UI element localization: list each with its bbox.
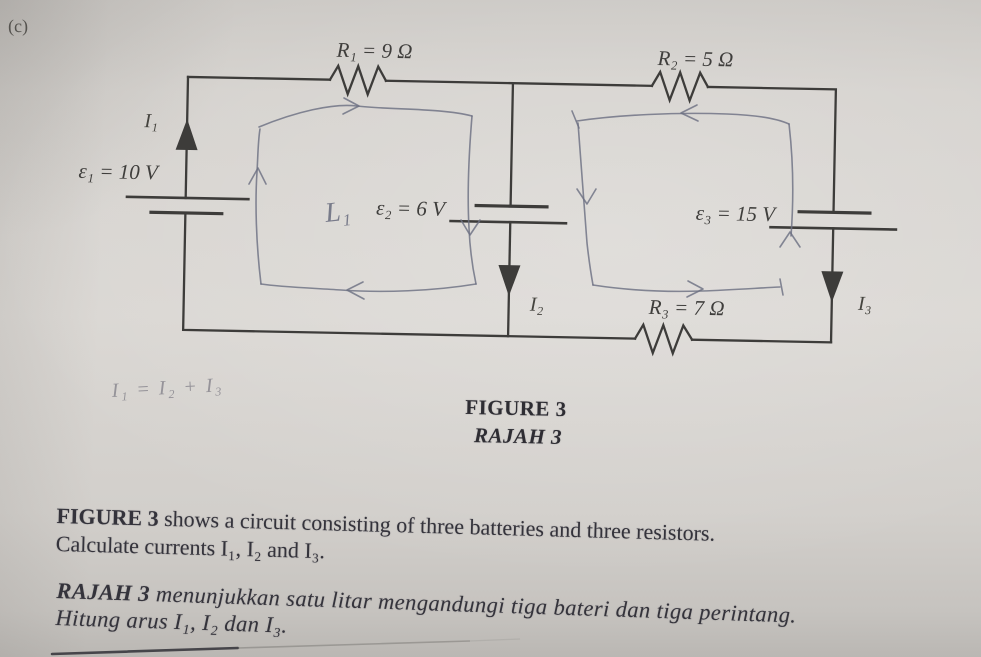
loop2-arrow-down-icon xyxy=(576,188,597,205)
bottom-rule-dark xyxy=(50,646,240,656)
battery-e2-symbol xyxy=(449,203,568,225)
question-malay-lead: RAJAH 3 xyxy=(56,577,151,607)
loop1-bottom-stroke xyxy=(260,283,477,293)
loop1-arrow-left-icon xyxy=(346,281,365,300)
resistor-r1-label: R₁ = 9 Ω xyxy=(335,38,412,63)
pencil-loop-2 xyxy=(571,104,801,298)
battery-e1-plate-long xyxy=(125,195,250,201)
battery-e3-plate-short xyxy=(797,210,872,215)
wire-bottom-left xyxy=(181,211,637,340)
loop1-arrow-down-icon xyxy=(460,219,481,236)
battery-e2-plate-short xyxy=(474,203,549,209)
resistor-r2-label: R₂ = 5 Ω xyxy=(656,46,733,71)
loop2-bottom-stroke xyxy=(592,284,781,293)
wire-top-middle xyxy=(384,79,654,88)
pencil-annotations: L₁ I₁ = I₂ + I₃ xyxy=(110,97,801,402)
loop1-arrow-up-icon xyxy=(248,167,267,185)
kcl-equation: I₁ = I₂ + I₃ xyxy=(110,374,224,402)
loop2-arrow-right-icon xyxy=(686,280,704,298)
bottom-rule xyxy=(50,638,521,656)
resistor-r1-symbol xyxy=(328,62,388,98)
loop1-label: L₁ xyxy=(322,195,351,229)
figure-caption-english: FIGURE 3 xyxy=(465,394,567,422)
current-i3-label: I₃ xyxy=(857,293,872,315)
bottom-rule-faint xyxy=(237,640,471,649)
loop1-arrow-right-icon xyxy=(342,97,360,115)
loop2-arrow-left-icon xyxy=(680,104,699,122)
battery-e1-label: ε₁ = 10 V xyxy=(78,159,160,185)
question-english-lead: FIGURE 3 xyxy=(56,502,159,531)
resistor-r3-label: R₃ = 7 Ω xyxy=(648,295,725,320)
wire-top-right xyxy=(706,85,838,214)
wire-middle-upper xyxy=(509,82,515,208)
loop2-left-stroke xyxy=(577,122,594,286)
loop1-top-stroke xyxy=(258,104,473,128)
wire-bottom-right xyxy=(690,338,833,344)
wire-top-left xyxy=(186,75,332,81)
battery-e1-plate-short xyxy=(149,210,224,216)
loop2-top-stroke xyxy=(576,112,790,125)
battery-e3-plate-long xyxy=(769,225,898,231)
current-i1-arrow xyxy=(175,118,198,151)
current-i2-arrow xyxy=(498,264,521,297)
loop1-left-stroke xyxy=(255,128,262,285)
loop2-end-tick xyxy=(779,278,784,296)
loop2-arrow-up-icon xyxy=(779,231,801,248)
pencil-loop-1: L₁ xyxy=(248,97,481,300)
battery-e3-label: ε₃ = 15 V xyxy=(696,201,778,227)
loop2-right-stroke xyxy=(788,123,794,237)
current-i1-label: I₁ xyxy=(143,110,158,132)
bottom-rule-fainter xyxy=(469,638,521,642)
circuit-diagram: R₁ = 9 Ω R₂ = 5 Ω R₃ = 7 Ω ε₁ = 10 V ε₂ … xyxy=(78,38,898,357)
current-i3-arrow xyxy=(821,271,844,303)
current-i2-label: I₂ xyxy=(529,294,544,316)
battery-e3-symbol xyxy=(769,210,898,231)
battery-e2-plate-long xyxy=(449,219,568,225)
loop1-right-stroke xyxy=(467,115,477,285)
resistor-r2-symbol xyxy=(650,68,710,105)
figure-caption-malay: RAJAH 3 xyxy=(473,423,563,449)
battery-e1-symbol xyxy=(125,195,250,216)
resistor-r3-symbol xyxy=(633,321,694,357)
battery-e2-label: ε₂ = 6 V xyxy=(376,196,447,221)
